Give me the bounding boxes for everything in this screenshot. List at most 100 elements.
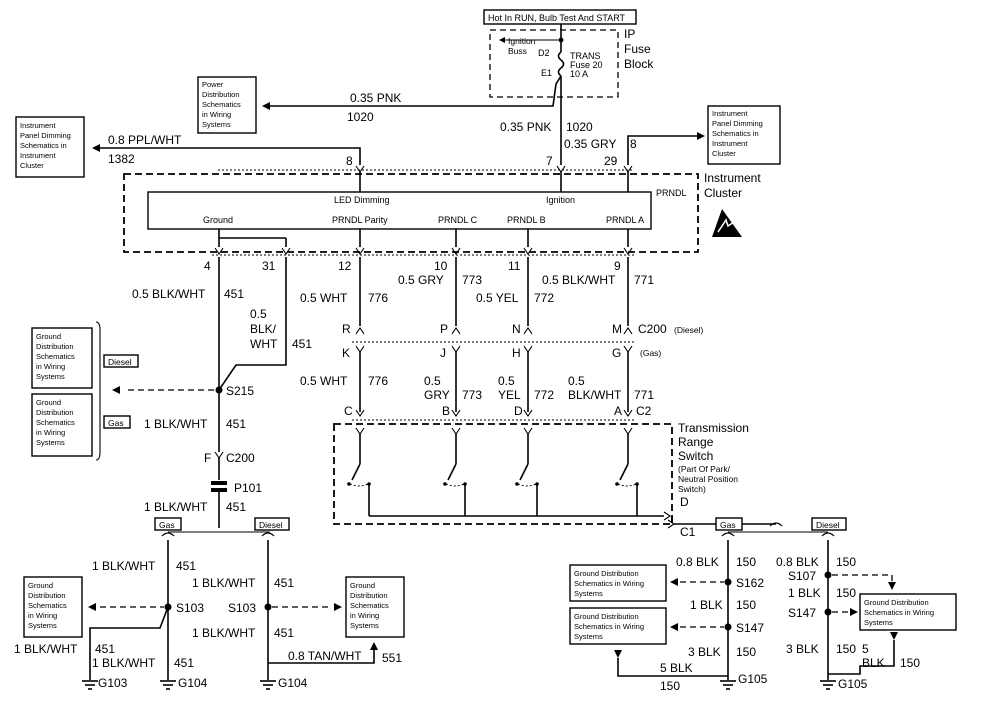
c2-pin-b: B — [442, 404, 450, 418]
trs-subtitle: Switch) — [678, 484, 706, 494]
splice-s162 — [724, 578, 732, 586]
gas-label: Gas — [159, 520, 175, 530]
wire-label-1-blk-wht: 1 BLK/WHT — [144, 500, 208, 514]
ref-text: Schematics — [350, 601, 389, 610]
ref-text: Systems — [36, 372, 65, 381]
ground-g105-gas — [720, 680, 736, 690]
wire-label-1-blk-wht: 1 BLK/WHT — [14, 642, 78, 656]
ignition-label: Ignition — [508, 36, 536, 46]
arrow-left-icon — [262, 102, 270, 110]
c200-pin-p: P — [440, 322, 448, 336]
wire-label: 0.5 — [498, 374, 515, 388]
s162-label: S162 — [736, 576, 764, 590]
fuse-block-header-box — [483, 9, 637, 25]
ground-label: Ground — [203, 215, 233, 225]
arrow-right-icon — [697, 132, 705, 140]
ref-text: Systems — [864, 618, 893, 627]
ground-dist-ref-s107 — [859, 593, 957, 631]
esd-warning-icon — [712, 209, 742, 237]
wire-blk-wht-451-pin31 — [218, 257, 287, 391]
gas-tag — [715, 517, 743, 531]
wire-to-g103 — [89, 606, 169, 680]
ref-text: Systems — [574, 632, 603, 641]
c200-pin-g: G — [612, 346, 621, 360]
wire-5-blk-150-diesel — [828, 640, 895, 675]
wire-label: 5 — [862, 642, 869, 656]
wire-circuit-150: 150 — [836, 642, 856, 656]
ref-text: Instrument — [20, 121, 56, 130]
trs-title: Transmission — [678, 421, 749, 435]
wire-label: YEL — [498, 388, 521, 402]
c2-pin-c: C — [344, 404, 353, 418]
wire-circuit-773: 773 — [462, 273, 482, 287]
ref-text: Power — [202, 80, 224, 89]
option-bracket — [95, 321, 101, 461]
c200-pin-n: N — [512, 322, 521, 336]
ip-dimming-ref-right — [707, 105, 781, 165]
wire-circuit-150: 150 — [736, 598, 756, 612]
splice-s147-diesel — [824, 608, 832, 616]
arrow-left-icon — [670, 578, 678, 586]
trs-switch-a — [615, 427, 639, 516]
wire-label: BLK — [862, 656, 885, 670]
wire-label-1-blk-wht: 1 BLK/WHT — [92, 559, 156, 573]
trs-subtitle: Neutral Position — [678, 474, 738, 484]
wire-label-blk-wht: 0.5 BLK/WHT — [542, 273, 616, 287]
fuse-20-icon — [557, 51, 565, 77]
wire-label-5-blk: 5 BLK — [660, 661, 693, 675]
instrument-cluster: 8 7 29 PRNDL LED Dimming Ignition Ground… — [123, 154, 761, 273]
fuse-block-outline — [489, 29, 619, 98]
wire-circuit-451: 451 — [274, 626, 294, 640]
ref-text: Distribution — [36, 342, 74, 351]
wire-label-gry: 0.5 GRY — [398, 273, 444, 287]
ip-fuse-block: Hot In RUN, Bulb Test And START Ignition… — [483, 9, 654, 98]
ref-text: Ground — [36, 332, 61, 341]
wire-circuit-772: 772 — [534, 388, 554, 402]
wire-circuit-551: 551 — [382, 651, 402, 665]
trs-switch-d — [515, 427, 539, 516]
c2-pin-a: A — [614, 404, 622, 418]
prndl-label: PRNDL — [656, 188, 687, 198]
g105-label: G105 — [738, 672, 768, 686]
wire-circuit-150: 150 — [836, 586, 856, 600]
wire-gry-8 — [627, 135, 697, 165]
fuse-name: TRANS — [570, 51, 601, 61]
wire-label-pnk-2: 0.35 PNK — [500, 120, 551, 134]
gas-label: Gas — [720, 520, 736, 530]
diesel-label: Diesel — [108, 357, 132, 367]
wire-circuit-1020: 1020 — [347, 110, 374, 124]
cluster-outline — [123, 173, 699, 253]
pin-11: 11 — [508, 259, 521, 273]
diesel-tag — [254, 517, 290, 531]
wire-circuit-451: 451 — [292, 337, 312, 351]
g104-label: G104 — [278, 676, 308, 690]
diesel-label: Diesel — [816, 520, 840, 530]
wire-label-pnk: 0.35 PNK — [350, 91, 401, 105]
wire-label-1-blk-wht: 1 BLK/WHT — [92, 656, 156, 670]
wire-circuit-451: 451 — [176, 559, 196, 573]
ground-dist-ref-s162 — [569, 564, 667, 602]
wire-5-blk-150 — [617, 658, 728, 677]
wire-circuit-451: 451 — [174, 656, 194, 670]
fuse-block-header: Hot In RUN, Bulb Test And START — [488, 13, 626, 23]
fuse-block-title-block: Block — [624, 57, 654, 71]
ref-text: Systems — [350, 621, 379, 630]
pin-e1: E1 — [541, 68, 552, 78]
ref-text: in Wiring — [28, 611, 57, 620]
ref-text: Cluster — [20, 161, 44, 170]
trs-switch-b — [443, 427, 467, 516]
wire-label-1-blk-wht: 1 BLK/WHT — [192, 576, 256, 590]
wire-label-wht: 0.5 WHT — [300, 291, 348, 305]
s147-label: S147 — [788, 606, 816, 620]
ref-text: Instrument — [712, 109, 748, 118]
gas-tag — [154, 517, 182, 531]
wire-circuit-150: 150 — [900, 656, 920, 670]
ref-text: in Wiring — [202, 110, 231, 119]
wire-label-yel: 0.5 YEL — [476, 291, 519, 305]
ground-g105-diesel — [820, 680, 836, 690]
wire-circuit-150: 150 — [736, 555, 756, 569]
trs-subtitle: (Part Of Park/ — [678, 464, 731, 474]
ref-text: Panel Dimming — [712, 119, 763, 128]
pin-31: 31 — [262, 259, 276, 273]
g103-label: G103 — [98, 676, 128, 690]
